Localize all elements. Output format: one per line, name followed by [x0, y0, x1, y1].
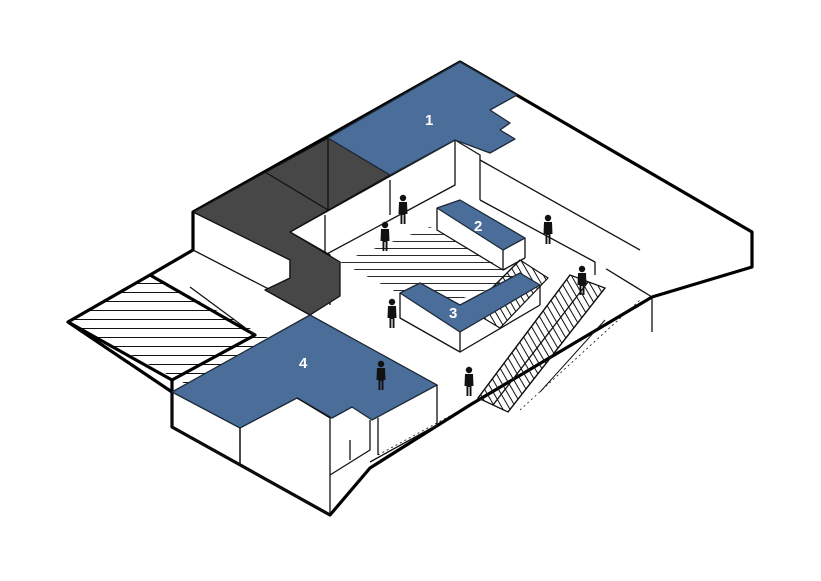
- zone-2-label: 2: [474, 218, 482, 235]
- zone-3-label: 3: [449, 305, 457, 322]
- zone-1-label: 1: [425, 112, 433, 129]
- zone-4-area: 4: [171, 314, 471, 516]
- zone-3-area: 3: [399, 272, 541, 353]
- zone-1-area: 1: [327, 61, 518, 176]
- zone-2-area: 2: [436, 199, 526, 271]
- zone-4-label: 4: [299, 355, 308, 372]
- escalator-lower: [477, 274, 641, 413]
